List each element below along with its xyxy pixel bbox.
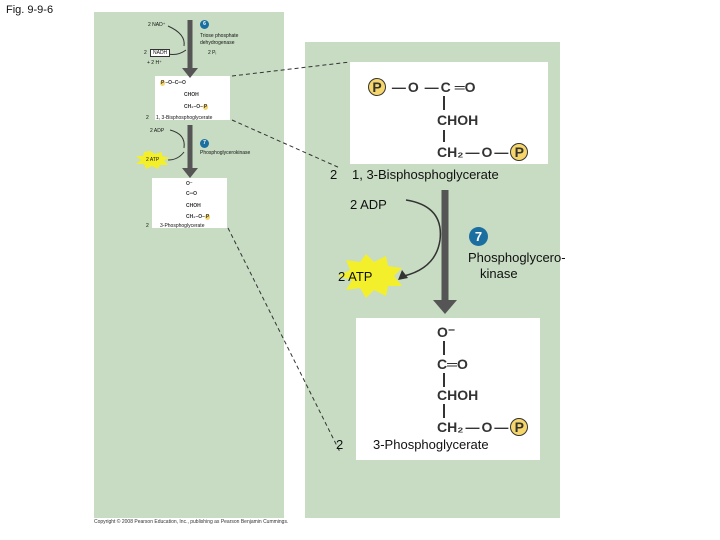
left-pg-o-minus: O⁻ <box>186 181 193 187</box>
bond-line <box>443 404 445 418</box>
atp-burst <box>338 254 402 298</box>
figure-label: Fig. 9-9-6 <box>6 4 54 16</box>
nadh-label: NADH <box>150 49 171 57</box>
left-bpg-name: 1, 3-Bisphosphoglycerate <box>156 115 213 121</box>
step7-circle: 7 <box>469 227 488 246</box>
left-adp-label: 2 ADP <box>150 128 165 134</box>
left-bpg-structure-box <box>155 76 230 120</box>
atp-label: 2 ATP <box>338 269 373 284</box>
left-pg-choh: CHOH <box>186 203 201 209</box>
bond-line <box>443 130 445 142</box>
enzyme-line2: kinase <box>480 266 518 281</box>
step6-enzyme-line1: Triose phosphate <box>200 33 239 39</box>
left-pg-co: C═O <box>186 191 198 197</box>
nad-label: 2 NAD⁺ <box>148 22 166 28</box>
left-bpg-coef: 2 <box>146 115 149 121</box>
pg-name: 3-Phosphoglycerate <box>373 437 489 452</box>
bpg-name: 1, 3-Bisphosphoglycerate <box>352 167 499 182</box>
pg-ch2-row: CH₂—O—P <box>437 418 529 436</box>
step6-enzyme-line2: dehydrogenase <box>200 40 235 46</box>
phosphate-icon: P <box>510 143 529 161</box>
left-bpg-choh: CHOH <box>184 92 199 98</box>
step6-pi: 2 Pᵢ <box>208 50 217 56</box>
bpg-coef: 2 <box>330 167 338 182</box>
pg-co-row: C═O <box>437 356 468 372</box>
phosphate-icon: P <box>368 78 386 96</box>
bpg-ch2-row: CH₂—O—P <box>437 143 529 161</box>
pg-o-minus: O⁻ <box>437 324 456 340</box>
atp-burst-small <box>136 151 170 169</box>
nadh-coef: 2 <box>144 50 147 56</box>
bond-line <box>443 96 445 110</box>
bond-line <box>443 373 445 387</box>
pg-choh: CHOH <box>437 387 479 403</box>
left-bpg-structure: P–O–C═O <box>160 80 186 86</box>
h-plus-label: + 2 H⁺ <box>147 60 162 66</box>
pg-structure-box <box>356 318 540 460</box>
left-pg-ch2: CH₂–O–P <box>186 214 211 220</box>
copyright-notice: Copyright © 2008 Pearson Education, Inc.… <box>94 519 289 525</box>
left-pg-coef: 2 <box>146 223 149 229</box>
bpg-choh: CHOH <box>437 112 479 128</box>
left-step7-circle: 7 <box>200 139 209 148</box>
pg-coef: 2 <box>336 437 344 452</box>
left-bpg-ch2: CH₂–O–P <box>184 104 209 110</box>
phosphate-icon: P <box>510 418 529 436</box>
left-step7-enzyme: Phosphoglycerokinase <box>200 150 251 156</box>
left-atp-label: 2 ATP <box>146 157 160 163</box>
step6-circle: 6 <box>200 20 209 29</box>
bpg-top-row: P —O —C ═O <box>368 78 476 96</box>
adp-label: 2 ADP <box>350 197 387 212</box>
left-pg-name: 3-Phosphoglycerate <box>160 223 205 229</box>
left-pg-structure-box <box>152 178 227 228</box>
bond-line <box>443 341 445 355</box>
enzyme-line1: Phosphoglycero- <box>468 250 566 265</box>
